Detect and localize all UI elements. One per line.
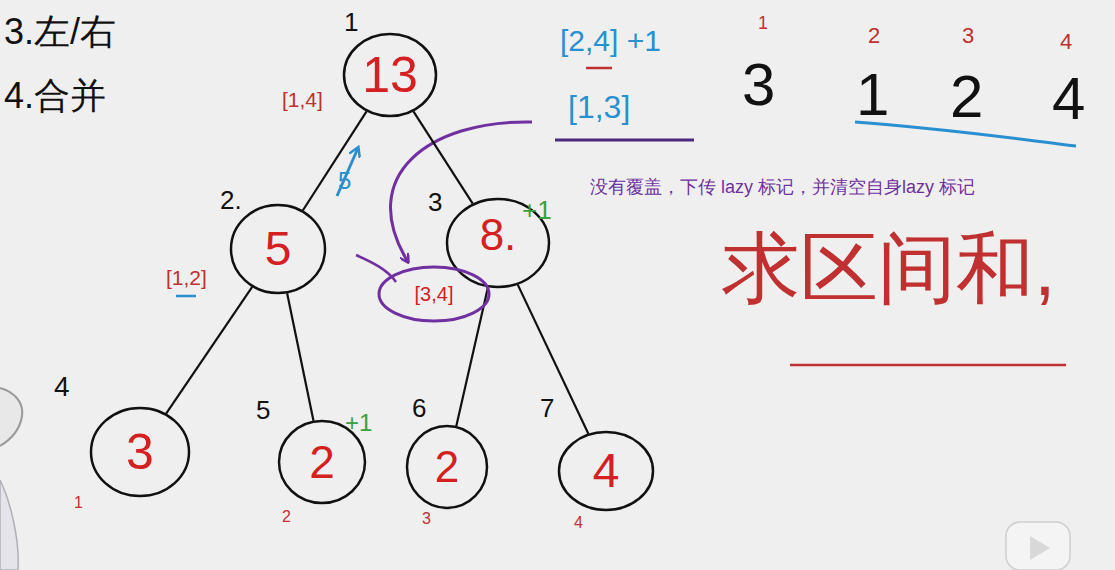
array-value: 3	[742, 52, 775, 118]
underline	[555, 139, 694, 142]
node-value: 13	[362, 50, 418, 100]
lazy-tag: +1	[522, 196, 552, 225]
node-outline-shape	[407, 426, 487, 508]
leaf-position: 1	[74, 494, 83, 512]
node-index: 7	[540, 394, 554, 423]
underline	[176, 295, 196, 298]
explanation-note: 没有覆盖，下传 lazy 标记，并清空自身lazy 标记	[590, 178, 975, 198]
node-index: 2.	[220, 186, 242, 215]
tree-edge	[413, 111, 472, 203]
leaf-node: 4	[558, 431, 654, 511]
node-value: 2	[435, 445, 459, 489]
node-index: 5	[256, 396, 270, 425]
node-outline-shape	[379, 267, 489, 321]
node-value: 2	[309, 439, 335, 485]
node-value: 8.	[480, 213, 517, 257]
leaf-position: 2	[282, 508, 291, 526]
step-text: 4.合并	[4, 76, 106, 116]
leaf-position: 3	[422, 510, 431, 528]
query-arrow	[391, 122, 532, 262]
avatar-sketch	[0, 388, 22, 446]
node-index: 4	[54, 372, 70, 403]
node-outline-shape	[559, 432, 653, 510]
tree-node: 5	[230, 204, 326, 294]
heading-text: 求区间和,	[722, 226, 1056, 312]
node-index: 6	[412, 394, 426, 423]
range-label: [1,2]	[166, 266, 207, 289]
tree-edge	[287, 293, 313, 421]
node-value: [3,4]	[415, 284, 454, 304]
leaf-node: 2	[406, 425, 488, 509]
leaf-position: 4	[574, 514, 583, 532]
node-index: 1	[344, 8, 358, 37]
array-index: 3	[962, 24, 974, 48]
node-index: 3	[428, 188, 442, 217]
array-value: 2	[950, 64, 983, 130]
node-outline-shape	[344, 34, 436, 116]
avatar-sketch	[0, 480, 18, 570]
leaf-node: 3	[90, 407, 190, 497]
pushup-value: 5	[338, 168, 351, 194]
tree-edge	[166, 287, 252, 414]
array-value: 4	[1052, 66, 1085, 132]
array-index: 2	[868, 24, 880, 48]
lazy-tag: +1	[345, 410, 372, 436]
pushup-arrow	[337, 148, 358, 196]
tree-edge	[303, 111, 367, 210]
query-range-ellipse: [3,4]	[378, 266, 490, 322]
step-text: 3.左/右	[4, 12, 116, 52]
node-value: 5	[265, 225, 292, 273]
array-value: 1	[856, 62, 889, 128]
tree-node: 13	[343, 33, 437, 117]
array-index: 4	[1060, 30, 1072, 54]
node-outline-shape	[91, 408, 189, 496]
query-op: [1,3]	[568, 90, 630, 125]
update-op: [2,4] +1	[560, 24, 661, 57]
underline	[586, 67, 612, 70]
tree-edge	[518, 285, 589, 434]
node-outline-shape	[231, 205, 325, 293]
array-index: 1	[758, 14, 768, 34]
video-logo	[1006, 522, 1070, 570]
node-value: 3	[126, 427, 154, 477]
range-label: [1,4]	[282, 88, 323, 111]
underline	[790, 364, 1066, 367]
video-logo	[1030, 536, 1050, 560]
node-value: 4	[593, 447, 620, 495]
